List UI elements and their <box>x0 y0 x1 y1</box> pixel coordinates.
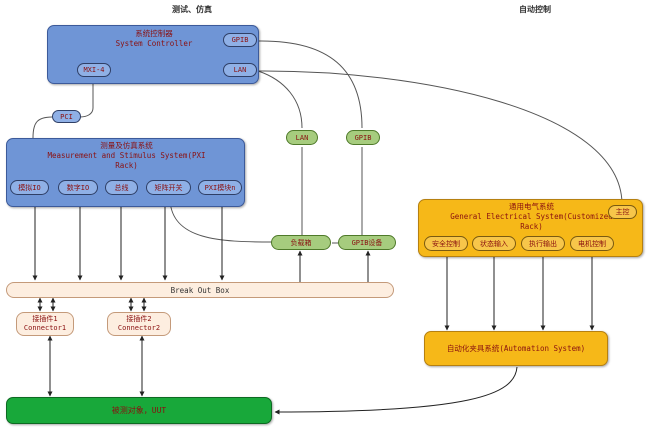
module-matrix-switch: 矩阵开关 <box>146 180 191 195</box>
wire-gpib <box>257 40 363 129</box>
connector-1-cn: 接插件1 <box>32 315 58 323</box>
gpib-label: GPIB <box>346 130 380 145</box>
connector-2-cn: 接插件2 <box>126 315 152 323</box>
connector-2-en: Connector2 <box>117 324 161 332</box>
load-box: 负载箱 <box>271 235 331 250</box>
break-out-box: Break Out Box <box>6 282 394 298</box>
module-pxi-n: PXI模块n <box>198 180 242 195</box>
header-automatic-control: 自动控制 <box>519 4 551 14</box>
wire-mxi-pci <box>79 79 94 118</box>
gpib-port: GPIB <box>223 33 257 47</box>
pxi-title: 测量及仿真系统 Measurement and Stimulus System(… <box>47 141 206 170</box>
connector-1-en: Connector1 <box>23 324 67 332</box>
uut-block: 被测对象，UUT <box>6 397 272 424</box>
module-safety-control: 安全控制 <box>424 236 468 251</box>
wire-pci-pxi <box>32 116 53 139</box>
module-analog-io: 模拟IO <box>10 180 49 195</box>
arrow-automation-uut <box>274 366 518 415</box>
connector-1: 接插件1 Connector1 <box>16 312 74 336</box>
pci-label: PCI <box>52 110 81 123</box>
main-control: 主控 <box>608 205 637 219</box>
module-bus: 总线 <box>105 180 138 195</box>
pxi-measurement-block: 测量及仿真系统 Measurement and Stimulus System(… <box>6 138 245 207</box>
header-test-simulation: 测试、仿真 <box>172 4 212 14</box>
connector-2: 接插件2 Connector2 <box>107 312 171 336</box>
module-status-input: 状态输入 <box>472 236 516 251</box>
module-exec-output: 执行输出 <box>521 236 565 251</box>
wire-lan <box>257 70 303 129</box>
system-controller-title: 系统控制器 System Controller <box>115 29 193 48</box>
lan-label: LAN <box>286 130 318 145</box>
electrical-title: 通用电气系统 General Electrical System(Customi… <box>450 202 613 231</box>
module-digital-io: 数字IO <box>58 180 98 195</box>
module-motor-control: 电机控制 <box>570 236 614 251</box>
mxi-port: MXI-4 <box>77 63 111 77</box>
automation-system-block: 自动化夹具系统(Automation System) <box>424 331 608 366</box>
wire-matrix-load <box>169 199 273 243</box>
lan-port: LAN <box>223 63 257 77</box>
gpib-device: GPIB设备 <box>338 235 396 250</box>
wire-lan-main <box>257 70 623 204</box>
